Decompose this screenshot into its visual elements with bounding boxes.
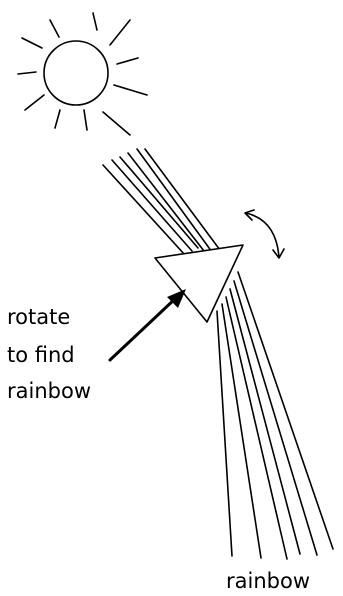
- rainbow-ray: [217, 311, 232, 556]
- rotate-arrow-icon: [245, 210, 284, 258]
- sun-ray: [117, 58, 138, 64]
- light-ray: [120, 157, 198, 248]
- sun-ray: [22, 38, 42, 48]
- rotate-label-line3: rainbow: [7, 379, 91, 403]
- rainbow-rays: [217, 272, 333, 559]
- sun-ray: [25, 95, 44, 110]
- rotate-label-line1: rotate: [7, 305, 70, 329]
- rotate-label-line2: to find: [7, 343, 75, 367]
- rainbow-label: rainbow: [226, 569, 310, 593]
- sun-disc: [44, 41, 108, 105]
- sun-icon: [18, 13, 147, 135]
- pointer-arrow-shaft: [110, 297, 177, 360]
- rainbow-ray: [222, 304, 261, 558]
- pointer-arrow-icon: [110, 289, 186, 360]
- incoming-light-beam: [103, 149, 220, 255]
- sun-ray: [18, 72, 36, 74]
- sun-ray: [103, 112, 130, 135]
- light-ray: [112, 160, 192, 251]
- sun-ray: [50, 20, 59, 37]
- sun-rays: [18, 13, 147, 135]
- rainbow-ray: [234, 281, 317, 555]
- sun-ray: [110, 20, 130, 45]
- sun-ray: [114, 85, 147, 95]
- light-ray: [128, 153, 204, 251]
- sun-ray: [55, 110, 60, 128]
- sun-ray: [93, 13, 97, 30]
- sun-ray: [84, 110, 87, 130]
